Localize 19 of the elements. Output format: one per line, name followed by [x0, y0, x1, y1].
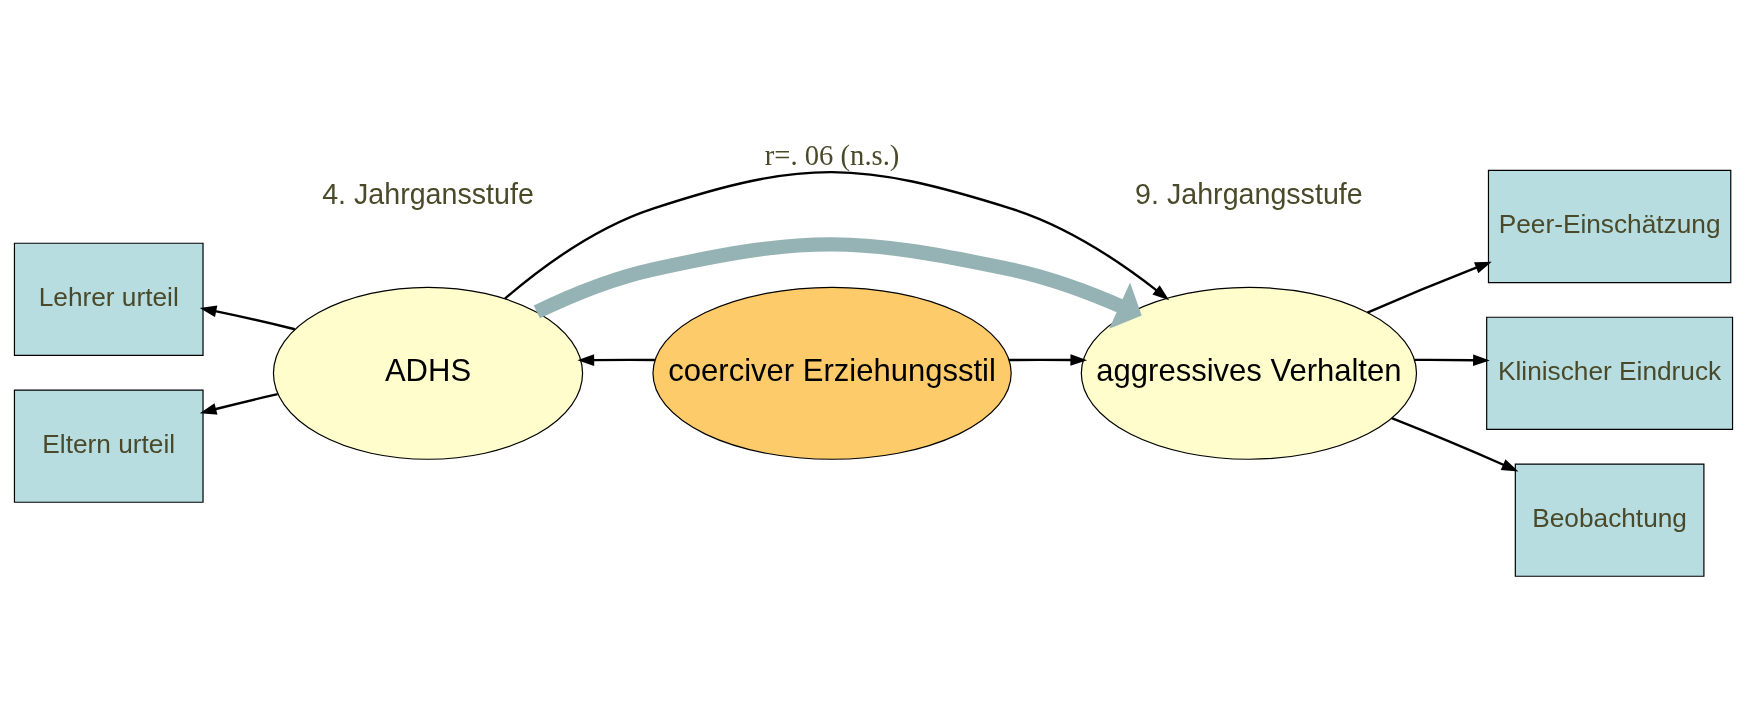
label: 9. Jahrgangsstufe [1135, 178, 1363, 211]
node-ellipse: coerciver Erziehungsstil [652, 286, 1012, 460]
arrow [533, 237, 1142, 329]
arrow [1391, 417, 1519, 472]
arrow [504, 170, 1170, 301]
node-box: Beobachtung [1514, 463, 1705, 577]
arrow [1009, 354, 1088, 366]
arrow [1366, 261, 1492, 314]
node-ellipse: ADHS [272, 286, 584, 460]
node-box: Klinischer Eindruck [1486, 316, 1734, 430]
node-box: Lehrer urteil [13, 242, 204, 356]
edge-label: r=. 06 (n.s.) [764, 138, 900, 171]
node-box: Peer-Einschätzung [1487, 169, 1732, 284]
arrow [1414, 354, 1490, 367]
node-box: Eltern urteil [13, 389, 204, 503]
arrow [199, 393, 278, 415]
arrow [577, 354, 655, 366]
label: 4. Jahrgansstufe [322, 178, 534, 211]
arrow [199, 305, 296, 331]
